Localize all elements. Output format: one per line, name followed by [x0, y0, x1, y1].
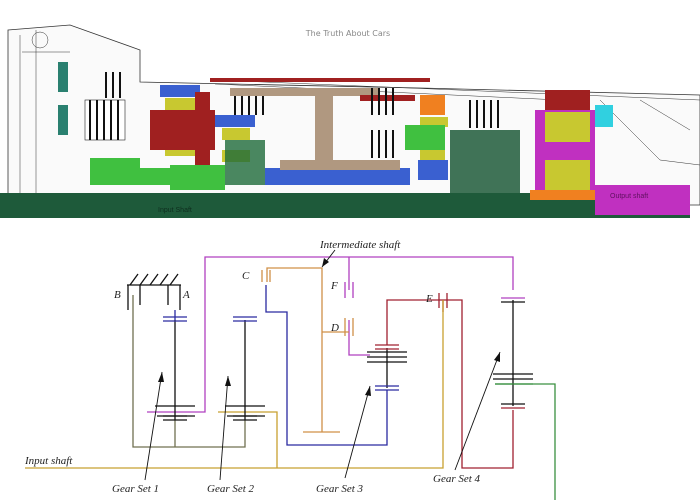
clutch-pack-1: [89, 72, 121, 140]
gear-set-2-label: Gear Set 2: [207, 483, 255, 495]
gear-set-4-symbol: [493, 297, 533, 409]
intermediate-shaft-label: Intermediate shaft: [319, 239, 401, 251]
label-arrows: [144, 249, 501, 481]
gear-set-1-label: Gear Set 1: [112, 483, 159, 495]
output-member: [495, 383, 556, 500]
clutch-e-label: E: [425, 293, 433, 305]
input-shaft-member: [25, 300, 444, 469]
gear-set-2-symbol: [225, 316, 265, 421]
gear-set-3-symbol: [367, 344, 407, 391]
clutch-c-label: C: [242, 270, 250, 282]
gear-set-3-label: Gear Set 3: [316, 483, 364, 495]
watermark: The Truth About Cars: [305, 29, 390, 38]
output-shaft-label: Output shaft: [610, 193, 648, 200]
blue-member: [174, 285, 388, 446]
clutch-a-label: A: [182, 289, 190, 301]
input-shaft-schematic-label: Input shaft: [24, 455, 73, 467]
clutch-pack-3: [371, 88, 394, 158]
intermediate-shaft-member: [266, 267, 349, 433]
clutch-d-icon: [344, 318, 354, 336]
olive-member: [132, 295, 246, 448]
gear-set-4-label: Gear Set 4: [433, 473, 481, 485]
clutch-f-label: F: [330, 280, 338, 292]
cross-section-drawing: The Truth About Cars Input Shaft: [0, 24, 700, 218]
red-member: [386, 299, 514, 469]
gear-set-1-symbol: [155, 316, 195, 421]
clutch-e-icon: [438, 293, 448, 308]
clutch-f-icon: [344, 282, 354, 298]
clutch-pack-4: [469, 100, 499, 128]
clutch-c-icon: [261, 270, 271, 282]
clutch-b-label: B: [114, 289, 121, 301]
ground-hatch: [127, 273, 181, 310]
schematic-labels: Intermediate shaft Input shaft B A C F D…: [24, 239, 481, 495]
arrowheads: [158, 258, 500, 396]
clutch-d-label: D: [330, 322, 339, 334]
purple-member: [147, 256, 514, 413]
gear-schematic: [25, 249, 556, 500]
input-shaft-label: Input Shaft: [158, 207, 192, 214]
housing-lines: [19, 30, 700, 205]
